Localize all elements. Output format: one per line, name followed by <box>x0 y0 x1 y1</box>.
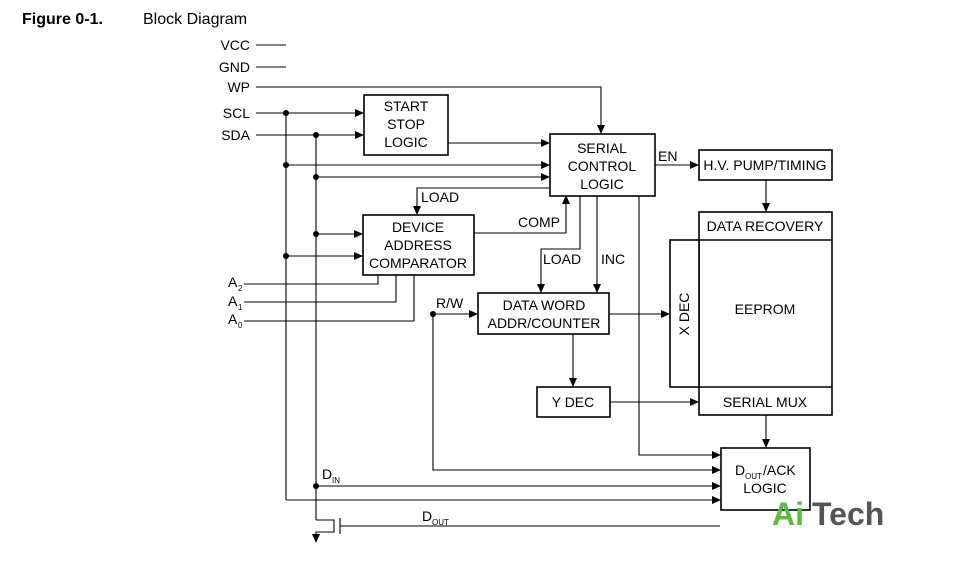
comp-label: COMP <box>518 214 560 230</box>
svg-text:LOGIC: LOGIC <box>743 480 787 496</box>
pin-sda-label: SDA <box>221 127 250 143</box>
svg-text:Y DEC: Y DEC <box>552 394 595 410</box>
svg-text:LOGIC: LOGIC <box>580 176 624 192</box>
comp-wire <box>474 195 570 234</box>
rw-label: R/W <box>436 295 464 311</box>
data-recovery-label: DATA RECOVERY <box>707 218 824 234</box>
eeprom-label: EEPROM <box>735 301 796 317</box>
svg-text:LOGIC: LOGIC <box>384 134 428 150</box>
figure-title: Block Diagram <box>143 11 247 28</box>
a2-wire <box>244 275 379 285</box>
svg-text:IN: IN <box>332 476 340 485</box>
svg-text:A: A <box>228 311 238 327</box>
junction-dots <box>283 110 436 489</box>
din-label: D IN <box>322 466 340 485</box>
svg-text:/ACK: /ACK <box>763 462 796 478</box>
load-top-wire <box>413 187 549 215</box>
hv-pump-timing-block: H.V. PUMP/TIMING <box>698 149 833 181</box>
svg-text:START: START <box>384 98 429 114</box>
svg-text:STOP: STOP <box>387 116 425 132</box>
pin-scl-label: SCL <box>223 105 250 121</box>
en-label: EN <box>658 148 677 164</box>
serial-mux-label: SERIAL MUX <box>723 394 808 410</box>
svg-text:D: D <box>735 462 745 478</box>
svg-text:D: D <box>322 466 332 482</box>
a1-wire <box>244 275 397 303</box>
svg-text:Ai: Ai <box>772 496 804 532</box>
load-mid-label: LOAD <box>543 251 581 267</box>
data-word-addr-counter-block: DATA WORD ADDR/COUNTER <box>477 292 610 335</box>
svg-text:ADDRESS: ADDRESS <box>384 237 452 253</box>
svg-text:DEVICE: DEVICE <box>392 219 444 235</box>
figure-number: Figure 0-1. <box>22 11 103 28</box>
load-top-label: LOAD <box>421 189 459 205</box>
dout-transistor <box>312 519 335 543</box>
pin-a2-label: A 2 <box>228 274 243 293</box>
svg-text:DATA WORD: DATA WORD <box>503 297 586 313</box>
svg-text:A: A <box>228 293 238 309</box>
control-to-dout-wire <box>638 196 721 459</box>
svg-text:A: A <box>228 274 238 290</box>
svg-text:OUT: OUT <box>745 472 762 481</box>
load-mid-wire <box>537 196 581 293</box>
pin-wp-label: WP <box>227 79 250 95</box>
dout-label: D OUT <box>422 508 449 527</box>
svg-text:COMPARATOR: COMPARATOR <box>369 255 467 271</box>
svg-text:H.V. PUMP/TIMING: H.V. PUMP/TIMING <box>703 157 826 173</box>
pin-gnd-label: GND <box>219 59 250 75</box>
serial-control-logic-block: SERIAL CONTROL LOGIC <box>549 133 656 197</box>
memory-array-block: DATA RECOVERY EEPROM SERIAL MUX X DEC <box>669 211 833 416</box>
rw-to-dout-wire <box>432 314 721 474</box>
svg-text:1: 1 <box>238 303 243 312</box>
svg-text:2: 2 <box>238 284 243 293</box>
svg-text:OUT: OUT <box>432 518 449 527</box>
dout-ack-logic-block: D OUT /ACK LOGIC <box>720 447 811 511</box>
start-stop-logic-block: START STOP LOGIC <box>363 94 449 156</box>
aitech-logo: Ai Tech <box>772 496 884 532</box>
svg-text:ADDR/COUNTER: ADDR/COUNTER <box>488 315 601 331</box>
inc-label: INC <box>601 251 625 267</box>
x-dec-label: X DEC <box>676 293 692 336</box>
svg-text:SERIAL: SERIAL <box>577 140 627 156</box>
y-dec-block: Y DEC <box>536 386 611 418</box>
svg-text:CONTROL: CONTROL <box>568 158 637 174</box>
pin-a0-label: A 0 <box>228 311 243 330</box>
svg-text:D: D <box>422 508 432 524</box>
wp-wire <box>256 86 605 134</box>
a0-wire <box>244 275 415 322</box>
svg-text:Tech: Tech <box>812 496 884 532</box>
pin-vcc-label: VCC <box>220 37 250 53</box>
device-address-comparator-block: DEVICE ADDRESS COMPARATOR <box>362 214 475 276</box>
pin-a1-label: A 1 <box>228 293 243 312</box>
svg-text:0: 0 <box>238 321 243 330</box>
